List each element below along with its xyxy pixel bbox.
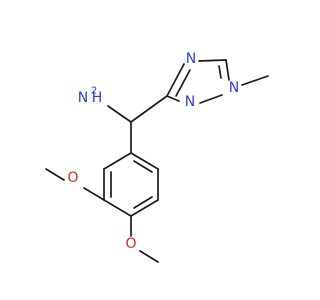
amine-h-label: H xyxy=(92,90,103,106)
amine-h-count-label: 2 xyxy=(91,86,97,97)
bond-ch-nh2 xyxy=(107,105,132,123)
methoxy-o-upper-label: O xyxy=(67,170,78,186)
bond-c1-c2 xyxy=(103,152,132,170)
bond-o-upper-methyl xyxy=(45,168,65,181)
bond-c3b-o-upper xyxy=(83,187,105,201)
bond-c3-n4-double xyxy=(175,69,191,97)
atom-labels: N H 2 N N N O O xyxy=(67,51,239,252)
bond-c5b-c4b-inner xyxy=(133,196,153,209)
bond-c5-n1 xyxy=(225,59,230,81)
triazole-n2-label: N xyxy=(185,94,195,110)
bond-n1-methyl xyxy=(241,75,269,86)
bond-c1-c6-inner xyxy=(133,160,153,173)
bond-n2-c3 xyxy=(166,95,180,102)
triazole-n1-label: N xyxy=(229,80,239,96)
triazole-n4-label: N xyxy=(186,51,196,67)
bonds xyxy=(45,59,269,263)
bond-ch-c3 xyxy=(130,95,168,123)
bond-n1-n2 xyxy=(199,94,223,104)
bond-c5b-c4b xyxy=(130,199,159,217)
molecule-structure: N H 2 N N N O O xyxy=(45,51,269,263)
bond-c5-n1-double xyxy=(218,65,222,79)
bond-o-lower-methyl xyxy=(139,250,159,263)
bond-c3b-c4b xyxy=(103,199,132,217)
amine-n-label: N xyxy=(78,90,88,106)
bond-c1-c6 xyxy=(130,152,159,170)
methoxy-o-lower-label: O xyxy=(125,236,136,252)
bond-c3-n4 xyxy=(166,63,185,97)
bond-n4-c5 xyxy=(198,59,227,62)
